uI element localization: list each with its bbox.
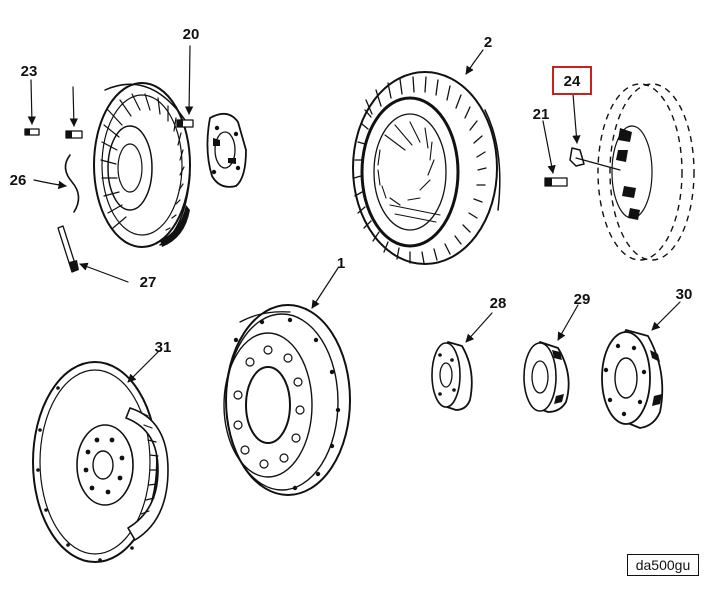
leader-30 [651, 301, 681, 331]
callout-1: 1 [337, 255, 345, 272]
long-bolt-27 [57, 225, 79, 273]
leader-26 [33, 179, 67, 190]
bolt-23 [24, 128, 40, 136]
bolt-21 [544, 177, 568, 187]
callout-28: 28 [490, 295, 507, 312]
hub-28 [431, 341, 473, 411]
leader-28 [465, 312, 493, 343]
flange-plate-20 [206, 112, 247, 188]
ghost-wheel-24 [597, 83, 695, 261]
callout-29: 29 [574, 291, 591, 308]
leader-29 [557, 304, 579, 341]
flex-plate-31 [32, 361, 169, 563]
leader-23b [69, 86, 79, 127]
leader-2 [465, 49, 484, 75]
callout-26: 26 [10, 172, 27, 189]
callout-21: 21 [533, 106, 550, 123]
callout-27: 27 [140, 274, 157, 291]
hub-flange-30 [601, 329, 664, 429]
stator-wheel-2 [352, 71, 501, 265]
callout-23: 23 [21, 63, 38, 80]
bolt-20 [176, 119, 194, 128]
callout-2: 2 [484, 34, 492, 51]
leader-21 [542, 120, 556, 174]
leader-24 [572, 93, 581, 144]
figure-id-label: da500gu [627, 554, 699, 576]
leader-20 [184, 45, 194, 115]
housing-cover-1 [223, 304, 351, 496]
callout-30: 30 [676, 286, 693, 303]
callout-20: 20 [183, 26, 200, 43]
leader-1 [311, 267, 339, 309]
spring-wire-26 [64, 154, 80, 213]
turbine-wheel-left [93, 82, 191, 248]
clip-part-24 [569, 147, 621, 171]
leader-31 [127, 351, 159, 383]
hub-29 [523, 341, 570, 413]
leader-23 [27, 79, 37, 125]
callout-24-highlight-box [552, 66, 592, 95]
callout-24: 24 [564, 73, 581, 90]
callout-31: 31 [155, 339, 172, 356]
bolt-23b [65, 130, 83, 139]
leader-27 [79, 262, 129, 283]
